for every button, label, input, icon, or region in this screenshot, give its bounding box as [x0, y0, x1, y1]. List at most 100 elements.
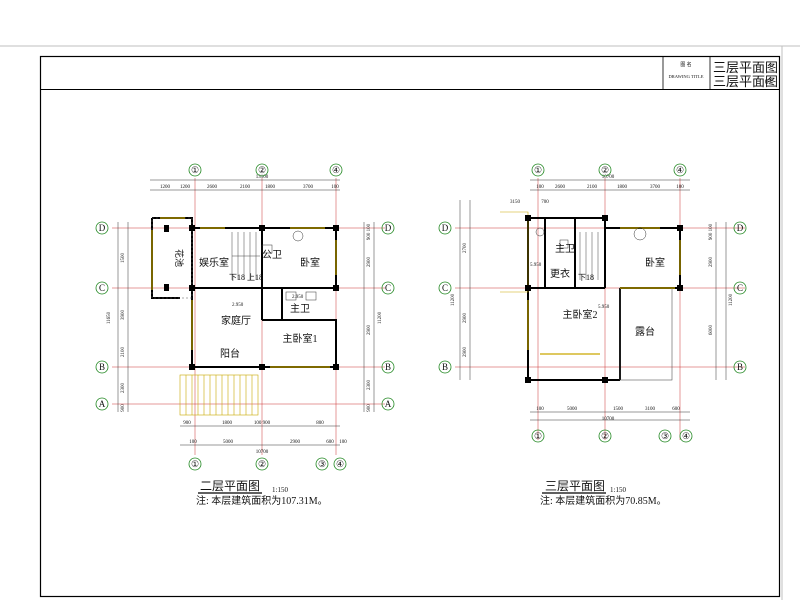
title-block-label-en: DRAWING TITLE [669, 74, 704, 79]
dim-left: 900 [121, 404, 126, 412]
title-block-drawing-name-echo: 三层平面图 [713, 74, 778, 89]
level-mark: 2.950 [292, 295, 304, 300]
plan-second-floor: 13100 1200 1200 2600 2100 1800 3700 100 … [95, 163, 395, 507]
room-label: 花池 [174, 249, 185, 267]
axis-label: D [385, 223, 392, 233]
dim-bottom: 1800 [222, 421, 233, 426]
title-block-label: 图 名 [680, 61, 691, 68]
dim-right: 900 100 [367, 223, 372, 240]
axis-label: B [442, 362, 448, 372]
axis-label: ④ [682, 431, 690, 441]
axis-label: C [737, 283, 743, 293]
dim-right: 2900 [709, 257, 714, 268]
axis-label: D [99, 223, 106, 233]
axis-bubbles-left-plan [95, 163, 395, 471]
axis-label: C [442, 283, 448, 293]
room-label: 家庭厅 [221, 314, 251, 327]
title-block-drawing-no: 02 [765, 78, 773, 86]
dim-overall-top: 10700 [602, 175, 615, 180]
level-mark: 2.950 [232, 303, 244, 308]
axis-label: ② [601, 165, 609, 175]
axis-bubbles-right-plan [438, 163, 747, 443]
axis-label: C [99, 283, 105, 293]
dim-top: 2100 [240, 185, 251, 190]
room-label-stair: 下18 上18 [229, 273, 263, 282]
dim-left: 700 [541, 200, 549, 205]
room-label: 卧室 [300, 256, 320, 269]
dim-left: 2700 [463, 243, 468, 254]
axis-label: A [99, 399, 106, 409]
border-frame [39, 55, 781, 598]
plan-scale: 1:150 [272, 486, 288, 494]
room-label: 公卫 [262, 250, 282, 261]
dim-bottom: 2900 [290, 440, 301, 445]
dims-right-col: 900 100 2900 6000 [709, 223, 714, 335]
dim-overall-bottom: 10700 [602, 417, 615, 422]
dim-overall-top: 13100 [256, 175, 269, 180]
axis-label: ② [258, 165, 266, 175]
dims-left-col: 3150 700 2700 2900 2900 [463, 200, 549, 357]
room-label: 主卫 [555, 243, 575, 255]
dim-top: 100 [331, 185, 339, 190]
dim-top: 2600 [207, 185, 218, 190]
dim-bottom: 600 [672, 407, 680, 412]
dim-bottom: 100 [189, 440, 197, 445]
dim-top: 1200 [160, 185, 171, 190]
dim-right: 2900 [367, 325, 372, 336]
dim-bottom: 5000 [223, 440, 234, 445]
axis-label: ④ [332, 165, 340, 175]
room-label: 主卧室1 [283, 332, 318, 345]
axis-label: ③ [661, 431, 669, 441]
axis-label: ① [534, 165, 542, 175]
dim-top: 1800 [265, 185, 276, 190]
dim-bottom: 100 900 [254, 421, 271, 426]
dim-overall-bottom: 10700 [256, 450, 269, 455]
plan-scale: 1:150 [610, 486, 626, 494]
dim-right: 2900 [367, 257, 372, 268]
room-label: 阳台 [220, 347, 240, 360]
dim-overall-left: 11200 [451, 293, 456, 306]
dim-top: 3700 [303, 185, 314, 190]
room-label-stair: 下18 [578, 273, 594, 282]
dim-left: 3150 [510, 200, 521, 205]
axis-label: D [442, 223, 449, 233]
dim-top: 2600 [555, 185, 566, 190]
dim-top: 1800 [617, 185, 628, 190]
axis-label: C [385, 283, 391, 293]
dims-bottom-row: 900 1800 100 900 800 100 5000 2900 600 1… [183, 421, 347, 445]
level-mark: 5.950 [530, 263, 542, 268]
dims-top-row: 100 2600 2100 1800 3700 100 [536, 185, 684, 190]
dim-left: 3900 [121, 310, 126, 321]
level-mark: 5.950 [598, 305, 610, 310]
plan-note: 注: 本层建筑面积为107.31M。 [196, 494, 328, 507]
room-label: 更衣 [550, 267, 570, 280]
dim-overall-right: 11200 [378, 311, 383, 324]
title-block: 图 名 DRAWING TITLE 三层平面图 三层平面图 02 [662, 57, 778, 89]
dims-left-col: 1500 3900 2100 2300 900 [121, 253, 126, 412]
axis-label: ② [601, 431, 609, 441]
axis-label: A [385, 399, 392, 409]
dim-top: 1200 [180, 185, 191, 190]
dim-bottom: 900 [183, 421, 191, 426]
dim-bottom: 100 [536, 407, 544, 412]
dim-top: 100 [536, 185, 544, 190]
dim-bottom: 5000 [567, 407, 578, 412]
room-label: 主卫 [290, 303, 310, 315]
dim-bottom: 800 [316, 421, 324, 426]
dim-right: 900 100 [709, 223, 714, 240]
axis-label: ④ [336, 459, 344, 469]
plan-third-floor: 10700 100 2600 2100 1800 3700 100 100 50… [438, 163, 747, 507]
axis-label: D [737, 223, 744, 233]
plan-note: 注: 本层建筑面积为70.85M。 [540, 494, 667, 507]
dim-right: 6000 [709, 325, 714, 336]
axis-label: ① [191, 459, 199, 469]
axis-label: B [99, 362, 105, 372]
dim-left: 1500 [121, 253, 126, 264]
title-block-drawing-name: 三层平面图 [713, 60, 778, 75]
axis-label: B [385, 362, 391, 372]
dim-bottom: 1500 [613, 407, 624, 412]
axis-label: ③ [318, 459, 326, 469]
dim-right: 900 [367, 404, 372, 412]
